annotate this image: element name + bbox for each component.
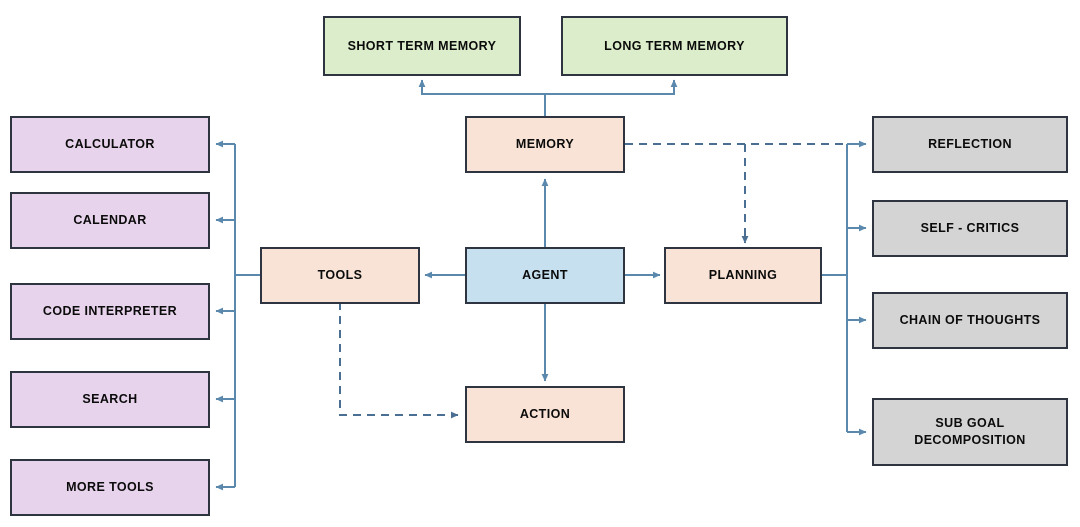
- node-label: REFLECTION: [928, 137, 1012, 152]
- node-agent[interactable]: AGENT: [465, 247, 625, 304]
- node-label: SELF - CRITICS: [920, 221, 1020, 236]
- node-code-interpreter[interactable]: CODE INTERPRETER: [10, 283, 210, 340]
- node-label: CALENDAR: [73, 213, 147, 228]
- node-tools[interactable]: TOOLS: [260, 247, 420, 304]
- node-more-tools[interactable]: MORE TOOLS: [10, 459, 210, 516]
- node-calendar[interactable]: CALENDAR: [10, 192, 210, 249]
- node-reflection[interactable]: REFLECTION: [872, 116, 1068, 173]
- node-label: SUB GOAL DECOMPOSITION: [914, 416, 1026, 447]
- node-chain-of-thoughts[interactable]: CHAIN OF THOUGHTS: [872, 292, 1068, 349]
- node-label: SHORT TERM MEMORY: [347, 38, 497, 53]
- node-label: LONG TERM MEMORY: [604, 38, 745, 53]
- node-search[interactable]: SEARCH: [10, 371, 210, 428]
- node-self-critics[interactable]: SELF - CRITICS: [872, 200, 1068, 257]
- node-planning[interactable]: PLANNING: [664, 247, 822, 304]
- node-label: CALCULATOR: [65, 137, 155, 152]
- node-label: MEMORY: [515, 137, 575, 152]
- node-label: PLANNING: [708, 268, 778, 283]
- node-label: CODE INTERPRETER: [42, 304, 178, 319]
- node-label: AGENT: [522, 268, 568, 283]
- node-long-term-memory[interactable]: LONG TERM MEMORY: [561, 16, 788, 76]
- node-label: MORE TOOLS: [66, 480, 154, 495]
- node-label: CHAIN OF THOUGHTS: [899, 313, 1041, 328]
- edge-memory-branch-long: [545, 79, 678, 95]
- node-short-term-memory[interactable]: SHORT TERM MEMORY: [323, 16, 521, 76]
- node-label: TOOLS: [317, 268, 363, 283]
- node-memory[interactable]: MEMORY: [465, 116, 625, 173]
- node-label: SEARCH: [82, 392, 138, 407]
- node-calculator[interactable]: CALCULATOR: [10, 116, 210, 173]
- edge-tools-action-dashed: [339, 302, 459, 419]
- edge-memory-branch: [418, 79, 546, 117]
- node-sub-goal-decomposition[interactable]: SUB GOAL DECOMPOSITION: [872, 398, 1068, 466]
- node-action[interactable]: ACTION: [465, 386, 625, 443]
- node-label: ACTION: [519, 407, 571, 422]
